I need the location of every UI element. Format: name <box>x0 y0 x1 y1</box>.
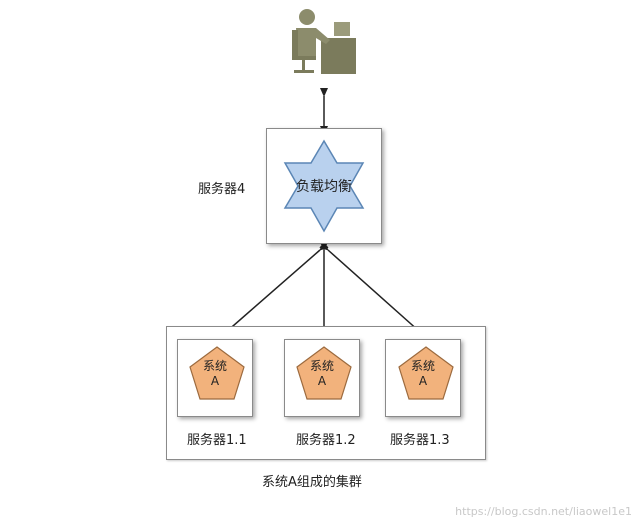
user-at-computer-icon <box>292 9 356 74</box>
system-a-pentagon-1 <box>189 346 245 400</box>
watermark: https://blog.csdn.net/liaowel1e1 <box>455 505 632 518</box>
cluster-label: 系统A组成的集群 <box>262 475 362 490</box>
system-a-label-1: 系统 A <box>177 359 253 389</box>
system-a-label-2: 系统 A <box>284 359 360 389</box>
system-a-label-2-line1: 系统 <box>309 359 334 373</box>
system-a-label-3: 系统 A <box>385 359 461 389</box>
server-1-1-label: 服务器1.1 <box>187 433 247 448</box>
lb-node1-connector <box>216 241 329 341</box>
system-a-label-2-line2: A <box>317 374 327 388</box>
server-1-2-label: 服务器1.2 <box>296 433 356 448</box>
system-a-pentagon-3 <box>398 346 454 400</box>
load-balancer-label: 负载均衡 <box>296 179 352 195</box>
load-balancer-star <box>283 139 365 233</box>
system-a-label-3-line2: A <box>418 374 428 388</box>
system-a-label-1-line1: 系统 <box>202 359 227 373</box>
lb-node3-connector <box>319 241 430 341</box>
system-a-label-1-line2: A <box>210 374 220 388</box>
system-a-pentagon-2 <box>296 346 352 400</box>
server4-label: 服务器4 <box>198 182 246 197</box>
server-1-3-label: 服务器1.3 <box>390 433 450 448</box>
system-a-label-3-line1: 系统 <box>410 359 435 373</box>
